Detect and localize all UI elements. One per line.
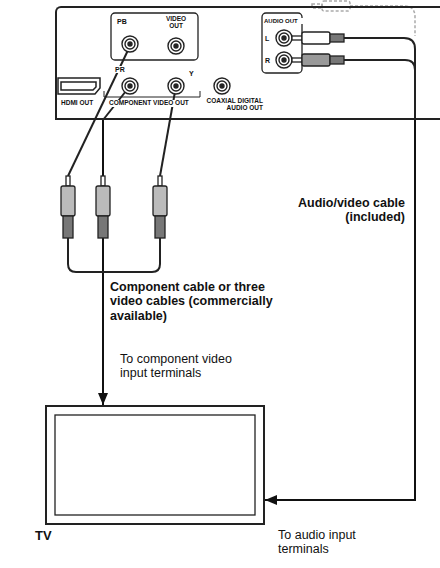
dvd-player-panel: PB VIDEO OUT PR Y HDMI OUT COMPONENT VIDEO OU… (55, 6, 440, 120)
audio-wire (344, 38, 415, 120)
panel-box (111, 13, 198, 60)
rca-plug (330, 56, 344, 64)
terminal-bracket (104, 91, 200, 97)
rca-plug (96, 186, 110, 216)
rca-plug (153, 186, 167, 216)
jack-symbol (122, 30, 292, 94)
hdmi-port (61, 82, 96, 90)
rca-plug (292, 58, 302, 62)
jack-symbol (282, 36, 286, 40)
jack-symbol (279, 55, 289, 65)
hdmi-port (58, 78, 100, 94)
rca-plug (101, 176, 105, 186)
tv-screen (55, 415, 255, 515)
terminal-bracket (104, 91, 200, 97)
jack-symbol (279, 33, 289, 43)
jack-symbol (125, 81, 135, 91)
cable-label: Component cable or three video cables (c… (110, 280, 295, 323)
tv-set: TV (45, 405, 265, 525)
jack-symbol (168, 78, 184, 94)
rca-plug (302, 32, 330, 44)
rca-plug (330, 34, 344, 42)
terminal-label: COAXIAL DIGITAL AUDIO OUT (194, 98, 264, 112)
jack-symbol (282, 58, 286, 62)
jack-symbol (214, 78, 230, 94)
rca-plug (63, 216, 73, 238)
jack-symbol (168, 78, 184, 94)
jack-symbol (122, 78, 138, 94)
tv-screen (55, 415, 255, 515)
rca-plug (153, 176, 167, 238)
jack-symbol (125, 39, 135, 49)
rca-plug (66, 176, 70, 186)
terminal-label: Y (188, 70, 195, 77)
rca-plug (158, 176, 162, 186)
video-wire (68, 238, 160, 272)
terminal-label: COMPONENT VIDEO OUT (108, 100, 190, 107)
jack-symbol (122, 36, 138, 52)
jack-symbol (214, 78, 230, 94)
terminal-label: PB (116, 18, 128, 25)
jack-symbol (128, 84, 132, 88)
jack-symbol (276, 52, 292, 68)
terminal-label: R (264, 57, 271, 64)
tv-label: TV (35, 529, 52, 544)
hdmi-port (58, 78, 100, 94)
jack-symbol (171, 41, 181, 51)
terminal-label: L (264, 35, 270, 42)
cable-connector (102, 120, 104, 405)
rca-plug (302, 54, 330, 66)
terminal-label: AUDIO OUT (263, 18, 305, 24)
callout-note: To component video input terminals (120, 352, 260, 381)
jack-symbol (168, 38, 184, 54)
jack-symbol (122, 78, 138, 94)
dashed-plug (350, 6, 415, 36)
rca-plug (155, 216, 165, 238)
terminal-label: PR (114, 66, 126, 73)
jack-symbol (276, 52, 292, 68)
rca-plug (98, 216, 108, 238)
jack-symbol (220, 84, 224, 88)
cable-label: Audio/video cable (included) (290, 196, 405, 225)
rca-plug (292, 36, 302, 40)
jack-symbol (276, 30, 292, 46)
jack-symbol (171, 81, 181, 91)
audio-wire (344, 38, 415, 120)
jack-symbol (174, 84, 178, 88)
audio-wire (344, 60, 415, 70)
jack-symbol (168, 38, 184, 54)
video-wire (68, 46, 176, 272)
rca-plug (61, 186, 75, 216)
jack-symbol (122, 36, 138, 52)
jack-symbol (128, 42, 132, 46)
video-wire (68, 46, 130, 176)
jack-symbol (217, 81, 227, 91)
rca-plug (96, 176, 110, 238)
terminal-label: VIDEO OUT (158, 16, 194, 30)
jack-symbol (276, 30, 292, 46)
jack-symbol (174, 44, 178, 48)
terminal-label: HDMI OUT (60, 100, 94, 107)
rca-plug (61, 176, 75, 238)
callout-note: To audio input terminals (278, 528, 398, 557)
